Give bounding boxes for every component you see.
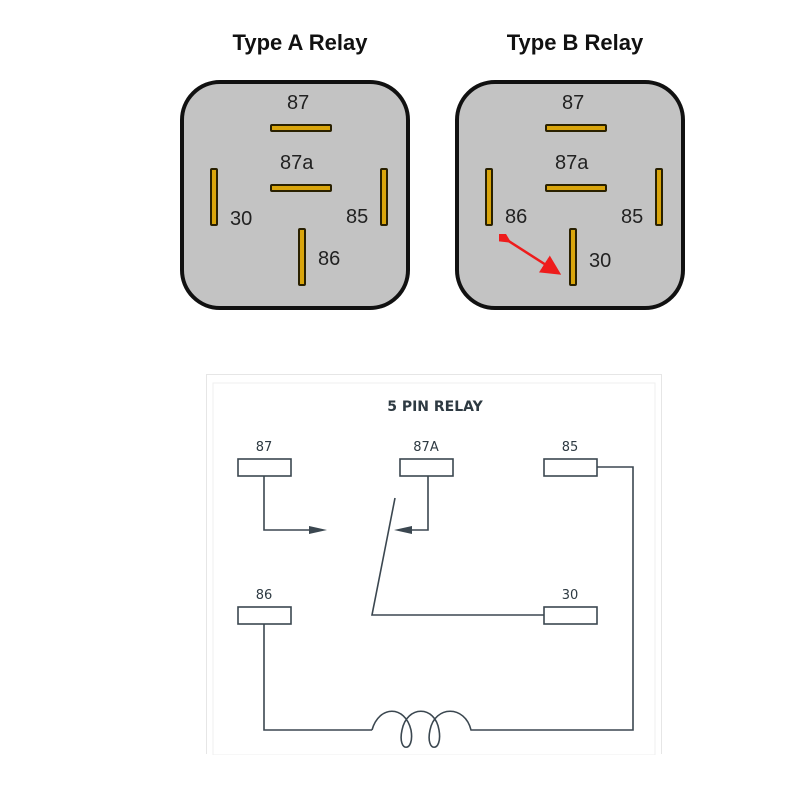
wire-85 — [492, 466, 634, 731]
schematic-pin-87 — [237, 458, 292, 477]
schematic-inner-frame — [212, 382, 656, 756]
schematic-pin-30 — [543, 606, 598, 625]
wire-87 — [263, 476, 317, 531]
type-b-label-87a: 87a — [555, 152, 589, 174]
switch-arm — [371, 497, 544, 616]
type-a-label-85: 85 — [346, 206, 369, 228]
schematic-label-30: 30 — [562, 588, 579, 603]
arrow-87a-icon — [394, 526, 412, 534]
type-a-pin-30 — [210, 168, 218, 226]
schematic-label-87a: 87A — [413, 440, 439, 455]
type-b-label-86: 86 — [505, 206, 528, 228]
schematic-panel: 5 PIN RELAY 87 87A 85 86 30 — [206, 374, 662, 756]
arrow-87-icon — [309, 526, 327, 534]
type-a-label-30: 30 — [230, 208, 253, 230]
wire-87a — [402, 476, 429, 531]
wire-86 — [263, 624, 372, 731]
type-a-pin-87 — [270, 124, 332, 132]
schematic-label-87: 87 — [256, 440, 273, 455]
type-a-label-86: 86 — [318, 248, 341, 270]
type-a-pin-86 — [298, 228, 306, 286]
type-b-pin-87 — [545, 124, 607, 132]
type-a-label-87: 87 — [287, 92, 310, 114]
type-b-pin-87a — [545, 184, 607, 192]
type-b-label-85: 85 — [621, 206, 644, 228]
schematic-pin-87a — [399, 458, 454, 477]
type-b-relay-housing: 87 87a 86 85 30 — [455, 80, 685, 310]
schematic-label-85: 85 — [562, 440, 579, 455]
type-a-title: Type A Relay — [232, 30, 368, 55]
schematic-label-86: 86 — [256, 588, 273, 603]
type-b-pin-30 — [569, 228, 577, 286]
type-a-label-87a: 87a — [280, 152, 314, 174]
type-b-pin-86 — [485, 168, 493, 226]
schematic-pin-86 — [237, 606, 292, 625]
type-a-pin-85 — [380, 168, 388, 226]
type-b-label-87: 87 — [562, 92, 585, 114]
type-b-label-30: 30 — [589, 250, 612, 272]
coil-icon — [371, 710, 492, 748]
swap-arrow-icon — [499, 234, 562, 275]
type-a-pin-87a — [270, 184, 332, 192]
schematic-diagram: 5 PIN RELAY 87 87A 85 86 30 — [212, 382, 656, 756]
schematic-title: 5 PIN RELAY — [387, 399, 483, 415]
schematic-pin-85 — [543, 458, 598, 477]
type-b-title: Type B Relay — [506, 30, 644, 55]
type-b-pin-85 — [655, 168, 663, 226]
type-a-relay-housing: 87 87a 30 85 86 — [180, 80, 410, 310]
